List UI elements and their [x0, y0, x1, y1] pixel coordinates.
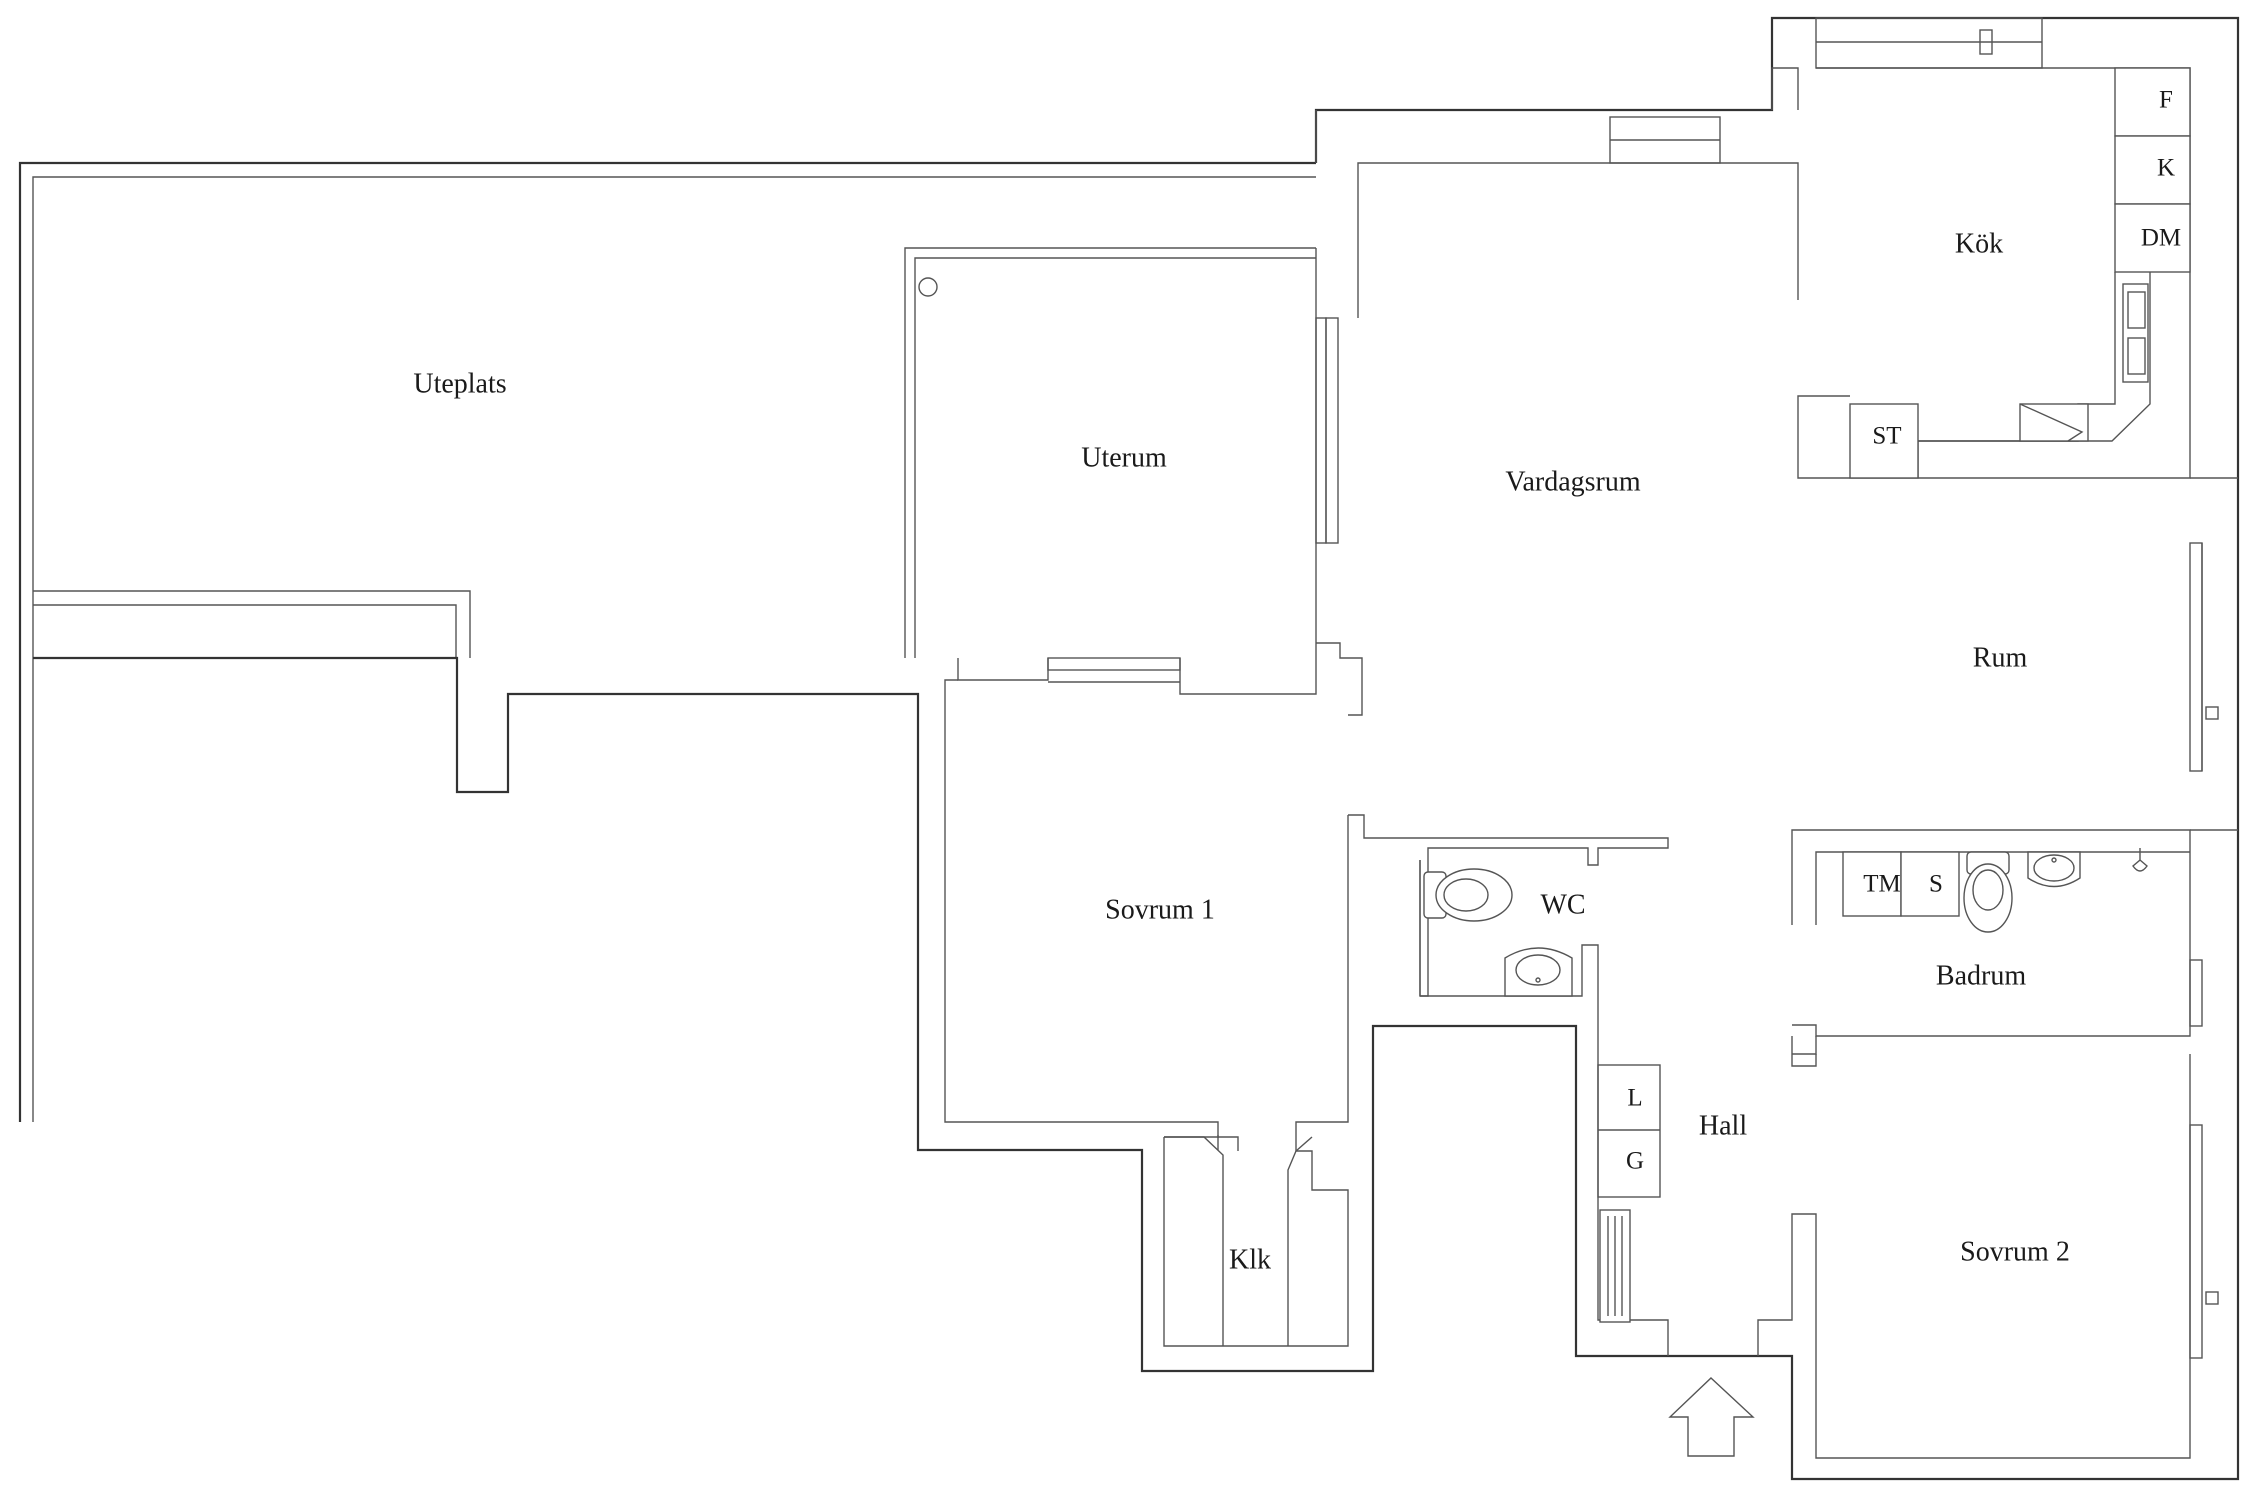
room-label-klk: Klk	[1229, 1244, 1271, 1275]
fixture-label-st: ST	[1872, 423, 1901, 450]
fixture-label-l: L	[1627, 1085, 1642, 1112]
toilet-icon	[1423, 868, 1513, 922]
uterum-walls	[904, 247, 1339, 658]
sink-icon	[2027, 851, 2081, 888]
kitchen-fixtures	[1849, 67, 2191, 479]
terrace-outline	[18, 16, 2240, 1481]
entrance-arrow-icon	[1668, 1377, 1755, 1457]
toilet-icon	[1963, 851, 2013, 933]
fixture-label-tm: TM	[1863, 871, 1901, 898]
radiator-icon	[1599, 1209, 1631, 1323]
room-label-uterum: Uterum	[1081, 442, 1167, 473]
fixture-label-f: F	[2159, 87, 2173, 114]
room-label-uteplats: Uteplats	[413, 368, 506, 399]
room-label-kok: Kök	[1955, 228, 2003, 259]
fixture-label-k: K	[2157, 155, 2175, 182]
wc-fixtures	[1419, 860, 1631, 1323]
room-label-hall: Hall	[1699, 1110, 1747, 1141]
room-label-rum: Rum	[1973, 642, 2028, 673]
fixture-label-s: S	[1929, 871, 1943, 898]
sink-icon	[1504, 947, 1573, 997]
fixture-label-g: G	[1626, 1148, 1644, 1175]
room-label-wc: WC	[1540, 889, 1585, 920]
fixture-label-dm: DM	[2141, 225, 2181, 252]
room-label-badrum: Badrum	[1936, 960, 2026, 991]
room-label-vardagsrum: Vardagsrum	[1505, 466, 1641, 497]
room-label-sovrum-1: Sovrum 1	[1105, 894, 1215, 925]
interior-walls	[944, 17, 2238, 1459]
room-label-sovrum-2: Sovrum 2	[1960, 1236, 2070, 1267]
bathroom-fixtures	[1842, 848, 2148, 933]
